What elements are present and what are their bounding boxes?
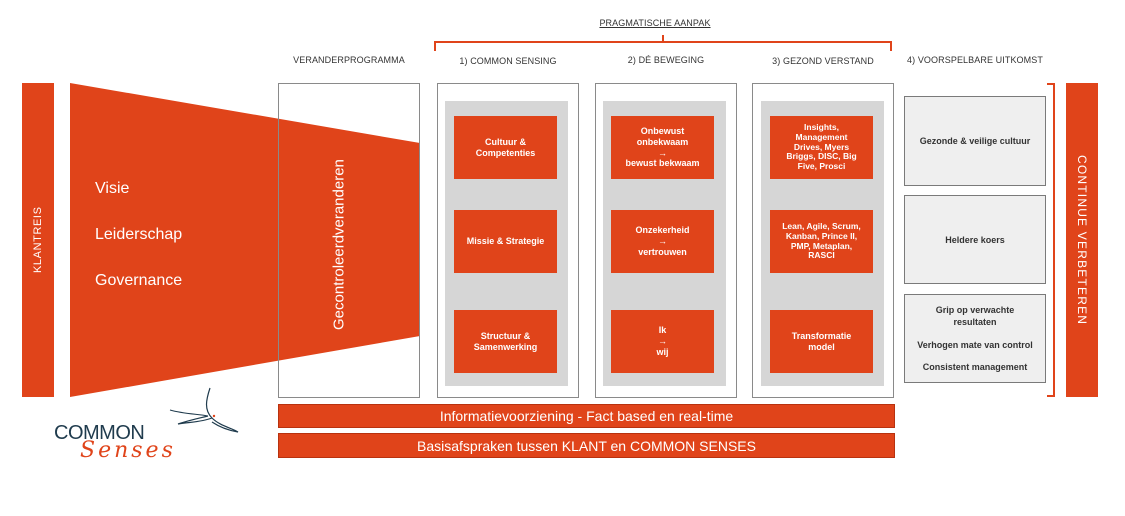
box-text: Briggs, DISC, Big	[786, 151, 857, 162]
outcome-text: Consistent management	[922, 361, 1028, 372]
funnel-item-leiderschap: Leiderschap	[95, 226, 183, 243]
box-text: bewust bekwaam	[625, 158, 700, 169]
continue-verbeteren-label: CONTINUE VERBETEREN	[1075, 154, 1089, 326]
box-text: Lean, Agile, Scrum,	[782, 220, 861, 231]
program-label: Gecontroleerd veranderen	[310, 160, 370, 331]
program-label-line1: Gecontroleerd	[330, 235, 348, 331]
funnel-item-visie: Visie	[95, 180, 130, 197]
arrow-right-icon: →	[658, 147, 667, 158]
box-onbewust-bewust: Onbewust onbekwaam → bewust bekwaam	[611, 116, 714, 179]
outcome-text: Grip op verwachte	[935, 305, 1015, 316]
box-text: Five, Prosci	[797, 161, 846, 172]
box-text: PMP, Metaplan,	[790, 240, 853, 251]
box-text: onbekwaam	[636, 136, 689, 147]
outcome-heldere-koers: Heldere koers	[904, 195, 1046, 284]
header-de-beweging: 2) DÉ BEWEGING	[627, 55, 705, 65]
box-onzekerheid-vertrouwen: Onzekerheid → vertrouwen	[611, 210, 714, 273]
arrow-right-icon: →	[658, 236, 667, 247]
klantreis-bar: KLANTREIS	[22, 83, 54, 397]
box-methodologies: Lean, Agile, Scrum, Kanban, Prince II, P…	[770, 210, 873, 273]
logo-text-senses: Senses	[80, 438, 176, 463]
box-text: Ik	[658, 325, 667, 336]
pragmatic-bracket	[434, 35, 892, 51]
box-missie-strategie: Missie & Strategie	[454, 210, 557, 273]
common-senses-logo: COMMON Senses	[52, 386, 242, 466]
continue-verbeteren-bar: CONTINUE VERBETEREN	[1066, 83, 1098, 397]
box-text: Samenwerking	[473, 341, 538, 352]
klantreis-label: KLANTREIS	[32, 206, 44, 274]
box-text: Competenties	[475, 147, 536, 158]
header-common-sensing: 1) COMMON SENSING	[459, 56, 557, 66]
box-text: Drives, Myers	[793, 141, 850, 152]
box-text: Onbewust	[640, 125, 685, 136]
box-ik-wij: Ik → wij	[611, 310, 714, 373]
arrow-right-icon: →	[658, 336, 667, 347]
funnel-shape	[70, 83, 420, 397]
box-transformatie-model: Transformatie model	[770, 310, 873, 373]
box-text: vertrouwen	[638, 246, 687, 257]
box-text: Management	[795, 131, 848, 142]
header-veranderprogramma: VERANDERPROGRAMMA	[293, 55, 405, 65]
header-gezond-verstand: 3) GEZOND VERSTAND	[772, 56, 874, 66]
box-text: model	[808, 341, 835, 352]
outcome-grip-resultaten: Grip op verwachte resultaten Verhogen ma…	[904, 294, 1046, 383]
box-text: Missie & Strategie	[466, 236, 545, 247]
box-text: Onzekerheid	[635, 225, 690, 236]
box-cultuur-competenties: Cultuur & Competenties	[454, 116, 557, 179]
outcome-text: Gezonde & veilige cultuur	[919, 136, 1031, 146]
box-structuur-samenwerking: Structuur & Samenwerking	[454, 310, 557, 373]
outcome-gezonde-cultuur: Gezonde & veilige cultuur	[904, 96, 1046, 186]
right-bracket	[1047, 83, 1055, 397]
box-text: RASCI	[808, 250, 835, 261]
outcome-text: Heldere koers	[945, 234, 1005, 245]
outcome-text: Verhogen mate van control	[917, 339, 1033, 350]
swallow-bird-icon	[169, 387, 239, 433]
box-text: Structuur &	[480, 330, 531, 341]
box-text: Insights,	[804, 122, 839, 133]
box-insights-tools: Insights, Management Drives, Myers Brigg…	[770, 116, 873, 179]
box-text: Kanban, Prince II,	[785, 230, 858, 241]
header-voorspelbare-uitkomst: 4) VOORSPELBARE UITKOMST	[907, 55, 1043, 65]
box-text: Cultuur &	[485, 136, 526, 147]
basisafspraken-bar: Basisafspraken tussen KLANT en COMMON SE…	[278, 433, 895, 458]
informatievoorziening-bar: Informatievoorziening - Fact based en re…	[278, 404, 895, 428]
box-text: wij	[656, 346, 669, 357]
pragmatic-approach-label: PRAGMATISCHE AANPAK	[599, 18, 711, 28]
funnel-item-governance: Governance	[95, 272, 183, 289]
box-text: Transformatie	[791, 330, 852, 341]
outcome-text: resultaten	[953, 317, 997, 328]
program-label-line2: veranderen	[330, 159, 348, 236]
logo-text-common: COMMON	[54, 422, 145, 444]
veranderprogramma-frame	[278, 83, 420, 398]
